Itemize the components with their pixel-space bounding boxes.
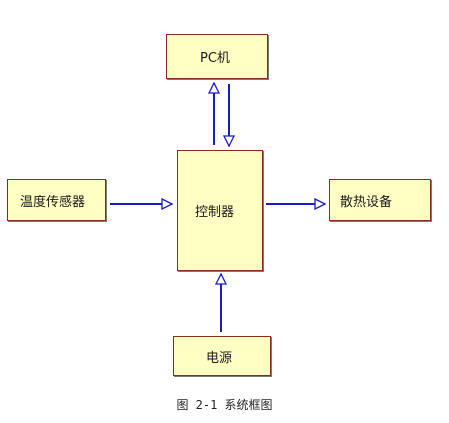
power-label: 电源 <box>206 350 233 366</box>
temperature-sensor-node: 温度传感器 <box>7 179 106 221</box>
controller-label: 控制器 <box>195 205 235 220</box>
pc-label: PC机 <box>200 51 230 66</box>
pc-node: PC机 <box>166 34 268 79</box>
cooling-device-label: 散热设备 <box>340 194 393 210</box>
figure-caption: 图 2-1 系统框图 <box>176 398 273 412</box>
power-node: 电源 <box>173 336 271 376</box>
temperature-sensor-label: 温度传感器 <box>20 194 86 210</box>
cooling-device-node: 散热设备 <box>329 179 431 221</box>
controller-node: 控制器 <box>177 150 263 271</box>
